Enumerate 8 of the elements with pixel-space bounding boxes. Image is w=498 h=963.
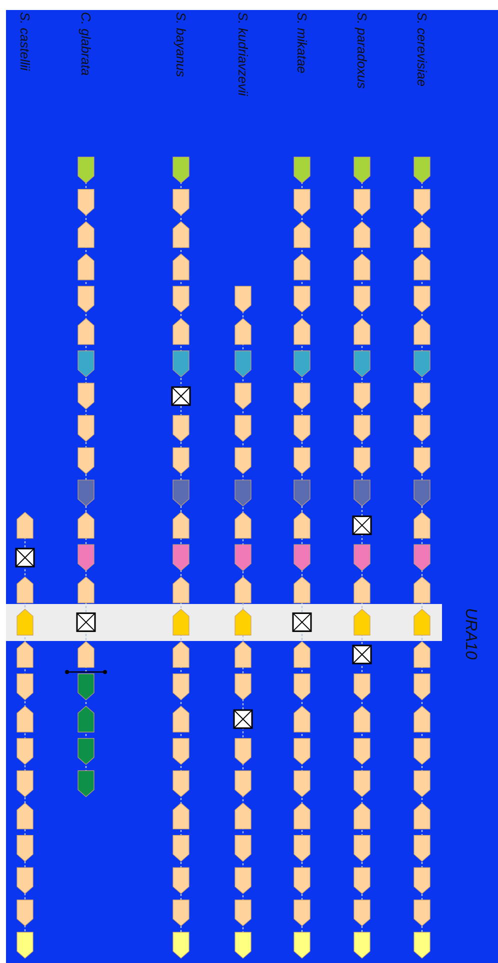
species-label: S. bayanus [174, 12, 188, 78]
species-label: S. kudriavzevii [236, 12, 250, 96]
species-label: S. castellii [18, 12, 32, 71]
species-label: S. paradoxus [354, 12, 370, 89]
species-label: S. mikatae [294, 12, 310, 74]
species-label: S. cerevisiae [414, 12, 430, 86]
species-label: C. glabrata [78, 12, 94, 76]
locus-label: URA10 [461, 608, 479, 660]
